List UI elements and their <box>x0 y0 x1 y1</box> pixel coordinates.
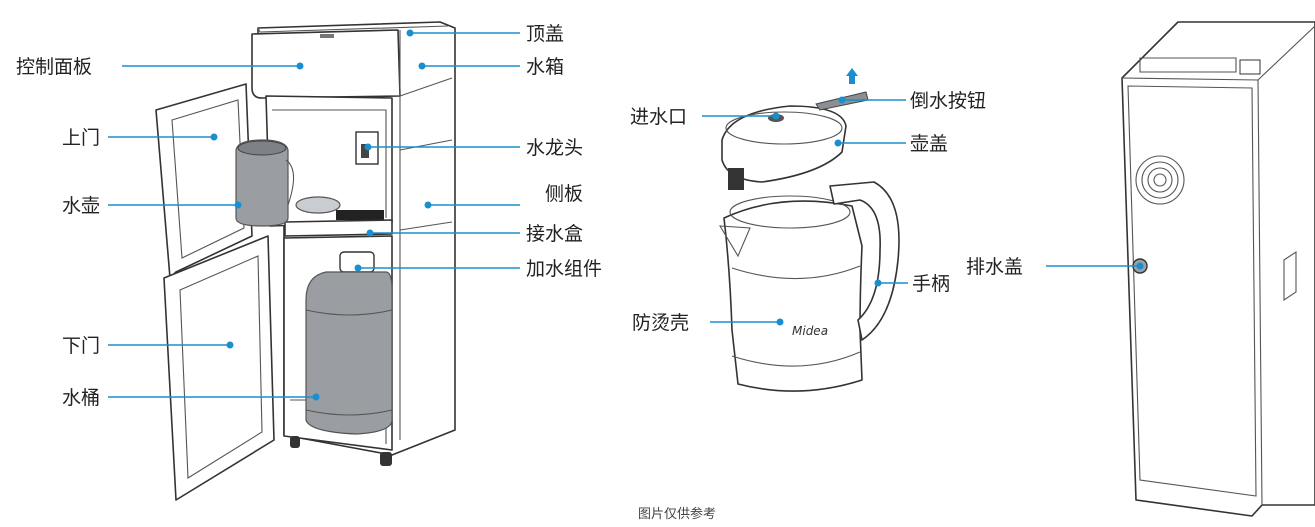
label-control-panel: 控制面板 <box>16 56 92 78</box>
label-drain-cover: 排水盖 <box>966 256 1023 278</box>
lower-door <box>163 235 275 501</box>
label-handle: 手柄 <box>912 273 950 295</box>
kettle-illustration: Midea <box>718 68 900 392</box>
kettle-body <box>723 200 863 392</box>
label-pour-button: 倒水按钮 <box>910 90 986 112</box>
label-top-cover: 顶盖 <box>526 23 564 45</box>
label-kettle-lid: 壶盖 <box>910 133 948 155</box>
label-water-fill-assembly: 加水组件 <box>526 258 602 280</box>
label-drip-tray: 接水盒 <box>526 223 583 245</box>
label-lower-door: 下门 <box>62 335 100 357</box>
label-water-inlet: 进水口 <box>630 106 687 128</box>
bucket-shape <box>305 271 393 435</box>
fan-grille-icon <box>1135 155 1185 205</box>
control-panel-box <box>251 29 401 99</box>
label-side-panel: 侧板 <box>545 183 583 205</box>
dispenser-back-illustration <box>1121 21 1315 517</box>
label-kettle: 水壶 <box>62 195 100 217</box>
reference-caption: 图片仅供参考 <box>638 506 716 522</box>
label-water-tank: 水箱 <box>526 56 564 78</box>
label-anti-scald-shell: 防烫壳 <box>632 312 689 334</box>
label-upper-door: 上门 <box>62 127 100 149</box>
label-bucket: 水桶 <box>62 387 100 409</box>
part-labels: 顶盖 控制面板 水箱 上门 水龙头 水壶 侧板 接水盒 加水组件 下门 水桶 进… <box>16 23 1023 522</box>
dispenser-illustration <box>155 21 456 501</box>
brand-logo: Midea <box>792 324 828 338</box>
leader-lines <box>108 29 1144 401</box>
label-faucet: 水龙头 <box>526 137 583 159</box>
